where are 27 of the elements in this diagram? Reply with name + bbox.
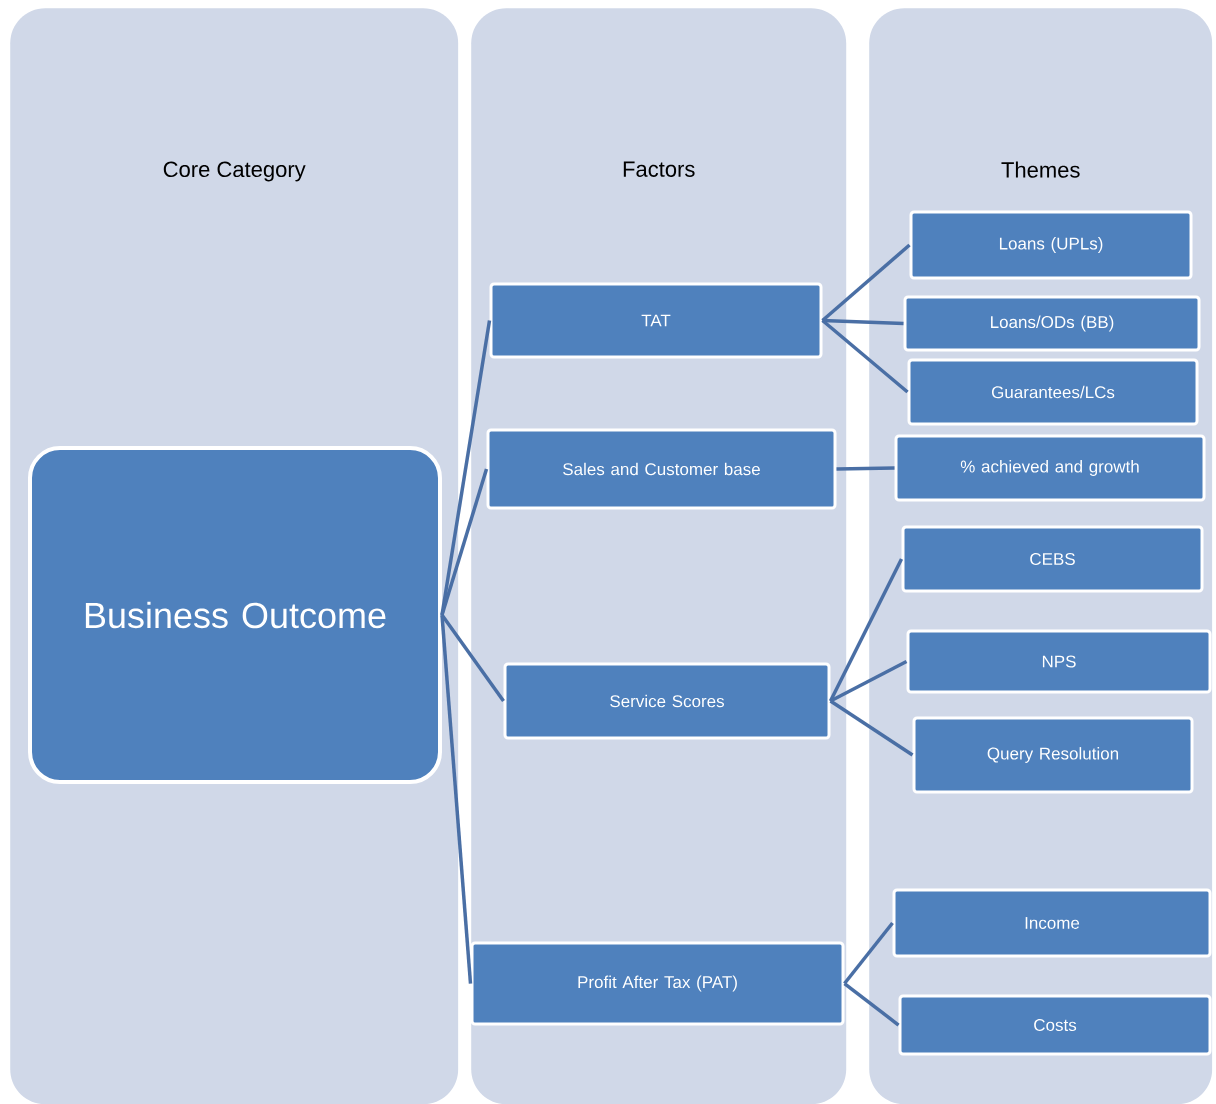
theme-box: Loans/ODs (BB) [903, 295, 1201, 352]
factor-box: TAT [489, 282, 823, 359]
theme-box: Guarantees/LCs [907, 358, 1199, 426]
theme-box: CEBS [901, 525, 1204, 593]
factor-box: Profit After Tax (PAT) [470, 941, 845, 1026]
connector-line [843, 982, 900, 1027]
connector-line [440, 320, 492, 616]
connector-line [821, 243, 911, 322]
outcome-box: Business Outcome [28, 446, 442, 784]
connector-line [829, 699, 914, 757]
connector-line [843, 921, 894, 985]
theme-box: Income [892, 888, 1212, 958]
theme-box: Costs [898, 994, 1212, 1056]
connector-line [829, 659, 908, 703]
theme-box: % achieved and growth [894, 434, 1206, 502]
theme-box: Query Resolution [912, 716, 1194, 794]
connector-line [822, 318, 904, 326]
connector-line [440, 614, 505, 703]
factor-box: Sales and Customer base [486, 428, 837, 510]
connector-line [440, 468, 489, 616]
connector-line [836, 466, 895, 471]
theme-box: NPS [906, 629, 1212, 694]
theme-box: Loans (UPLs) [909, 210, 1193, 280]
connector-line [821, 319, 909, 394]
connector-line [440, 614, 473, 984]
factor-box: Service Scores [503, 662, 831, 740]
connector-line [828, 558, 904, 702]
